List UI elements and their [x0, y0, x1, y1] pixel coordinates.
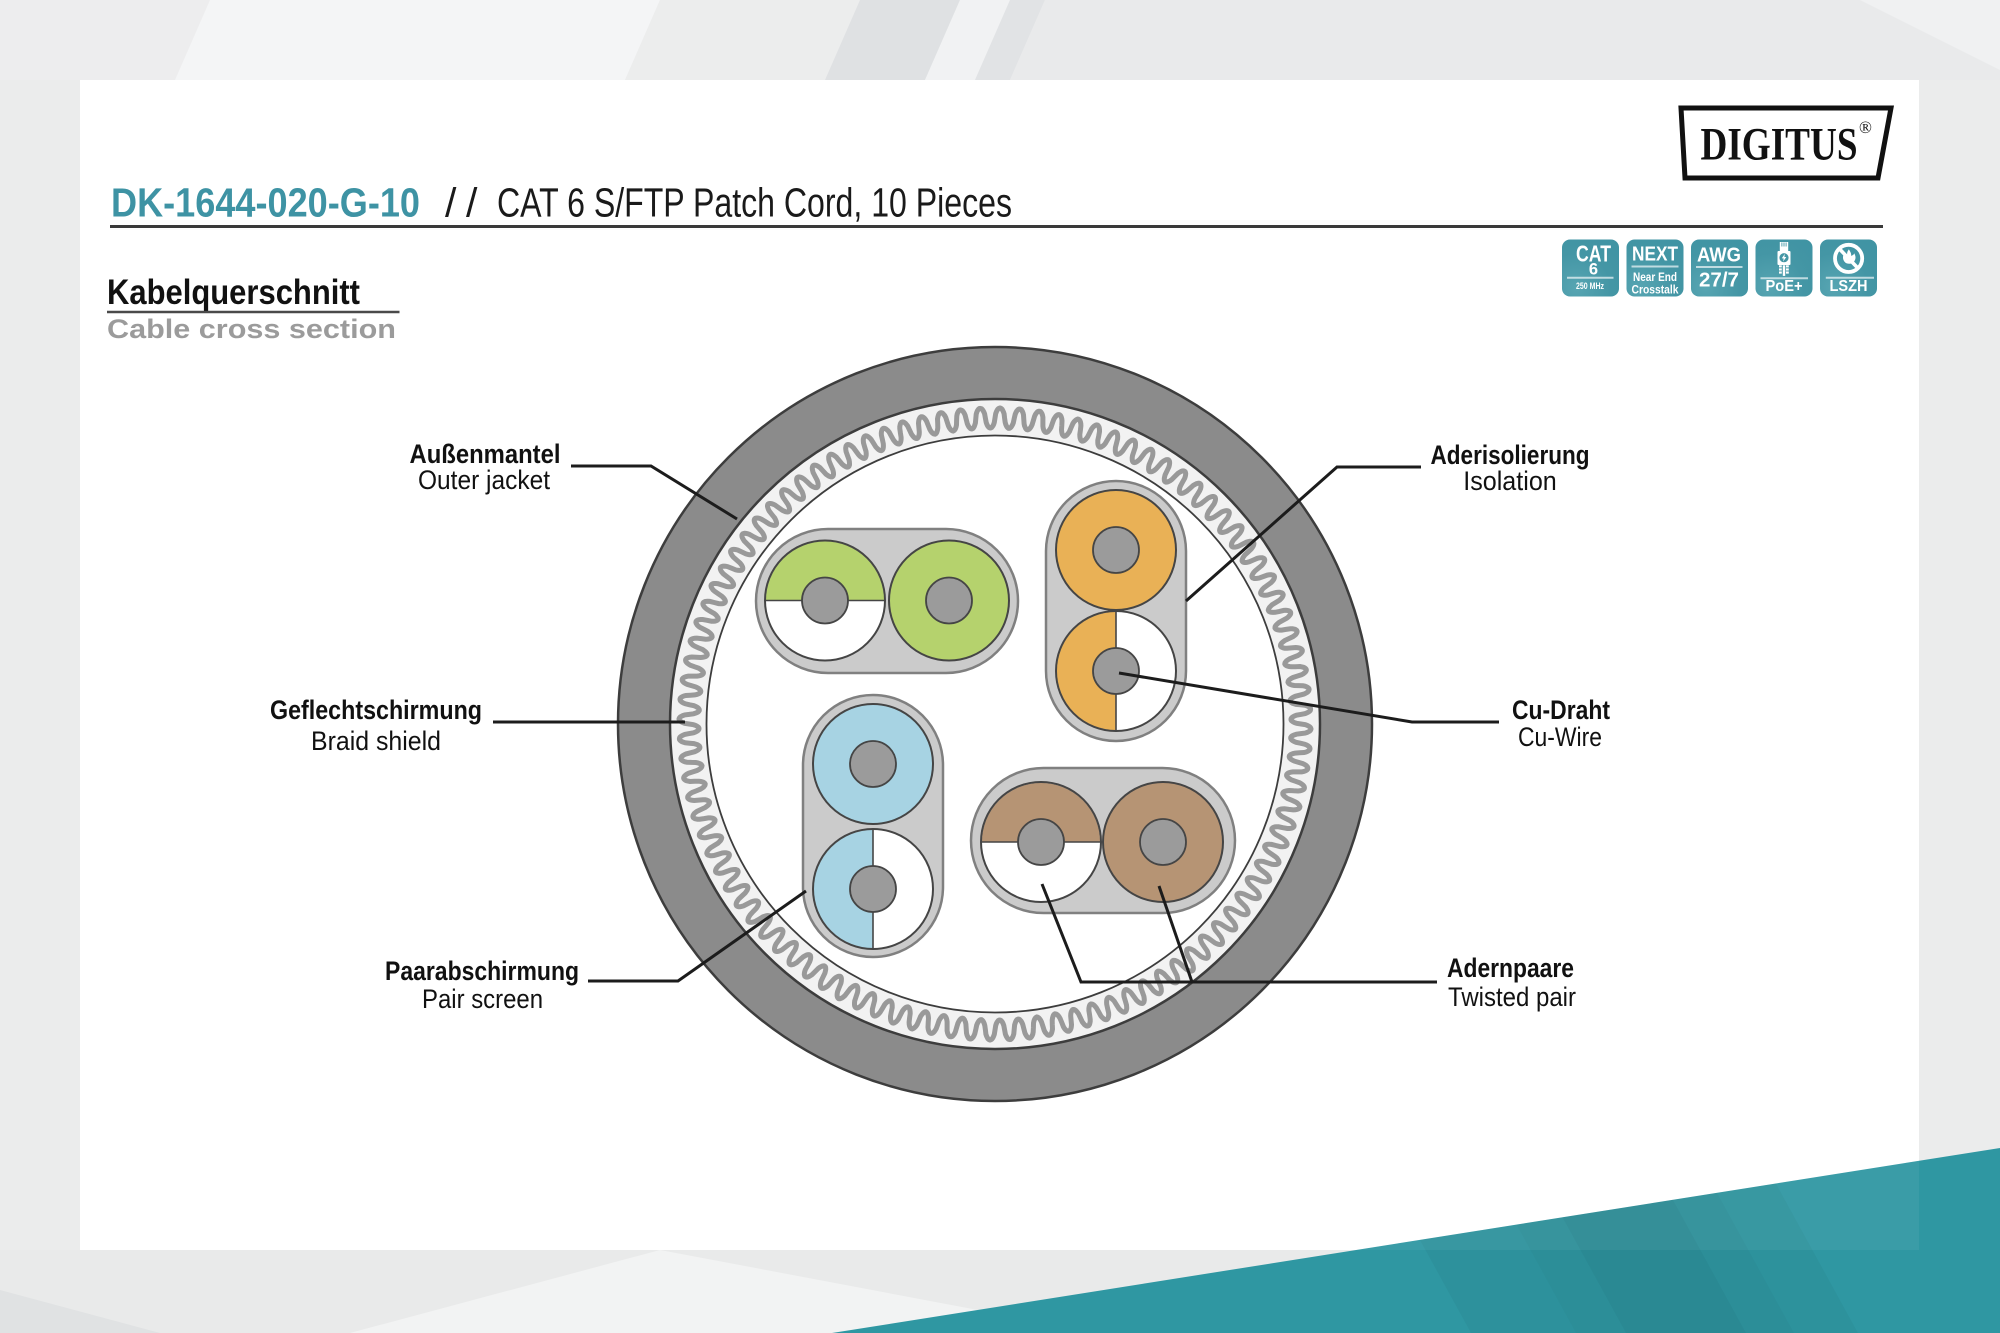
- svg-text:Aderisolierung: Aderisolierung: [1431, 440, 1590, 470]
- svg-text:LSZH: LSZH: [1830, 278, 1868, 295]
- svg-text:Adernpaare: Adernpaare: [1447, 953, 1574, 983]
- svg-text:6: 6: [1589, 261, 1598, 279]
- svg-text:Geflechtschirmung: Geflechtschirmung: [270, 695, 482, 725]
- svg-text:Outer jacket: Outer jacket: [418, 465, 550, 495]
- svg-text:Cu-Wire: Cu-Wire: [1518, 722, 1602, 752]
- svg-text:Cable cross section: Cable cross section: [107, 314, 396, 344]
- svg-text:PoE+: PoE+: [1766, 278, 1803, 295]
- svg-text:Pair screen: Pair screen: [422, 984, 543, 1014]
- svg-text:DK-1644-020-G-10: DK-1644-020-G-10: [111, 180, 420, 226]
- svg-text:Twisted pair: Twisted pair: [1448, 982, 1576, 1012]
- svg-text:/: /: [466, 180, 478, 226]
- svg-text:Cu-Draht: Cu-Draht: [1512, 695, 1610, 725]
- svg-text:NEXT: NEXT: [1632, 244, 1678, 266]
- svg-text:250 MHz: 250 MHz: [1576, 281, 1604, 292]
- svg-text:DIGITUS: DIGITUS: [1701, 119, 1858, 171]
- svg-text:AWG: AWG: [1697, 245, 1741, 267]
- svg-text:Braid shield: Braid shield: [311, 726, 441, 756]
- svg-text:27/7: 27/7: [1699, 270, 1739, 292]
- svg-text:Isolation: Isolation: [1463, 466, 1557, 496]
- svg-text:CAT 6 S/FTP Patch Cord, 10 Pie: CAT 6 S/FTP Patch Cord, 10 Pieces: [497, 180, 1012, 226]
- svg-text:Paarabschirmung: Paarabschirmung: [385, 956, 579, 986]
- svg-text:Außenmantel: Außenmantel: [410, 439, 561, 469]
- svg-text:CAT: CAT: [1576, 241, 1611, 267]
- svg-text:®: ®: [1859, 118, 1872, 137]
- svg-text:Near End: Near End: [1633, 272, 1677, 284]
- svg-text:/: /: [445, 180, 457, 226]
- svg-text:Kabelquerschnitt: Kabelquerschnitt: [107, 273, 360, 312]
- svg-text:Crosstalk: Crosstalk: [1632, 285, 1680, 297]
